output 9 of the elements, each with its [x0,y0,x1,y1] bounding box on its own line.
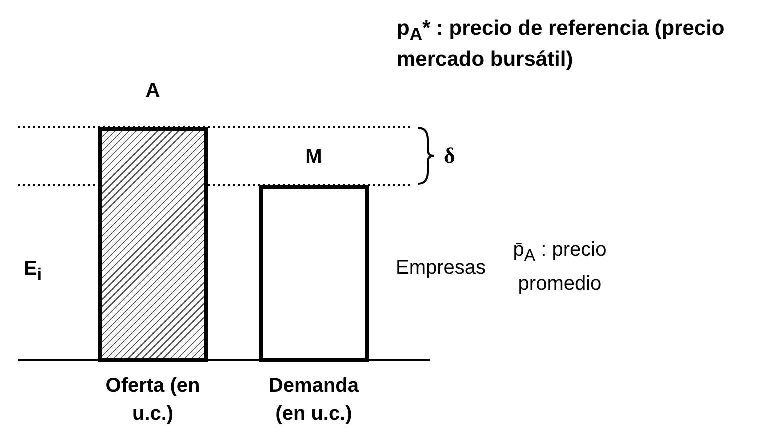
delta-symbol: δ [444,142,456,170]
bar-label: A [144,80,162,103]
average-price-note: p̄$_{A}$ : precio promedio [512,238,608,297]
axis-label: E$_{i}$ [24,257,43,286]
axis-label: Demanda (en u.c.) [268,374,360,427]
reference-price-note: p$_{A}$* : precio de referencia (precio mercado bursátil) [397,16,726,74]
axis-label: Oferta (en u.c.) [104,374,202,427]
axis-label: Empresas [396,256,488,281]
bar-label: M [304,146,324,169]
